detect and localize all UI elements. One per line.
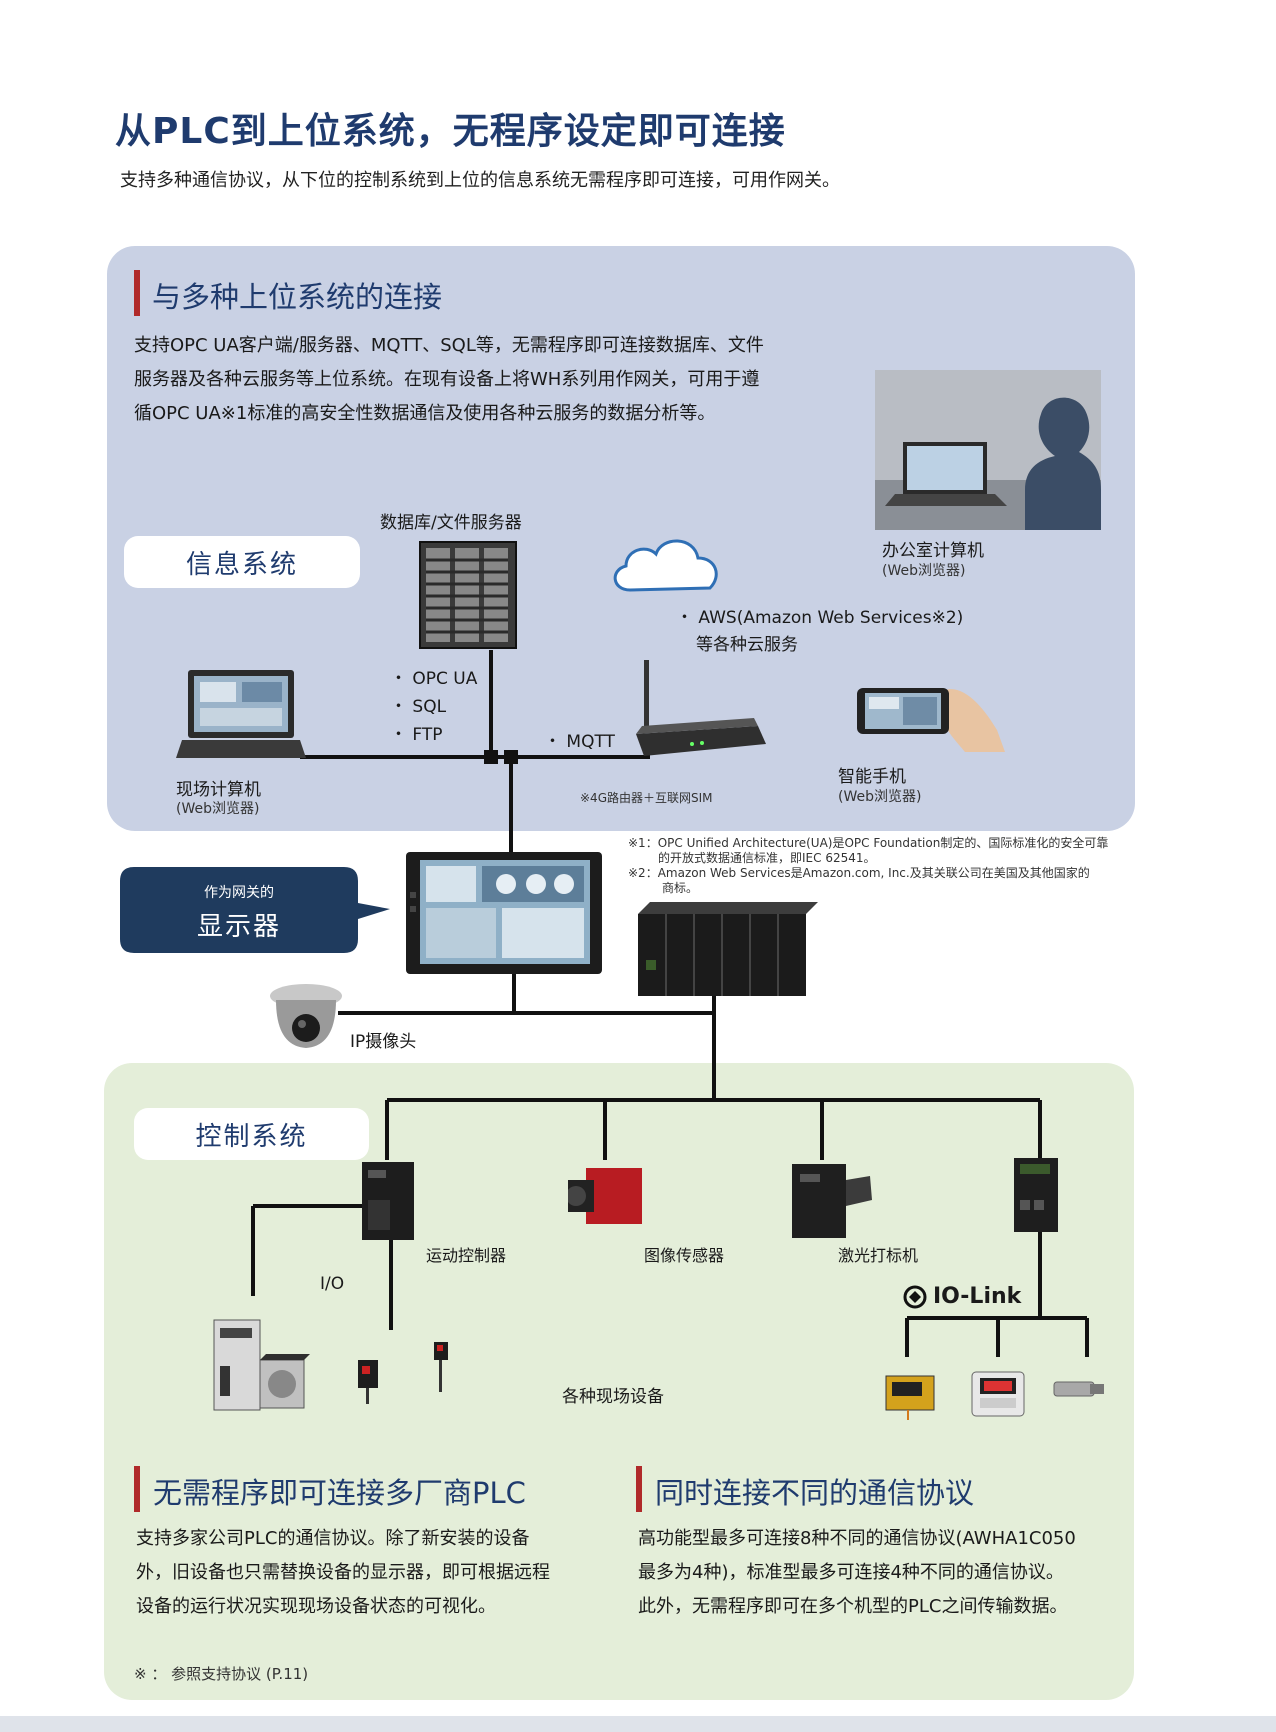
page-subtitle: 支持多种通信协议，从下位的控制系统到上位的信息系统无需程序即可连接，可用作网关。 <box>120 170 840 191</box>
info-section-paragraph: 支持OPC UA客户端/服务器、MQTT、SQL等，无需程序即可连接数据库、文件… <box>134 329 834 431</box>
field-pc-label: 现场计算机 <box>176 780 261 800</box>
smartphone-sub: (Web浏览器) <box>838 789 922 805</box>
office-pc-sub: (Web浏览器) <box>882 563 966 579</box>
servo-drive-icon <box>213 1319 310 1411</box>
protocol-item: ・ SQL <box>390 697 447 717</box>
motion-controller-label: 运动控制器 <box>426 1246 507 1265</box>
page-title: 从PLC到上位系统，无程序设定即可连接 <box>115 111 786 152</box>
section-accent-bar <box>636 1466 642 1512</box>
protocol-item: ・ OPC UA <box>390 669 478 689</box>
io-link-master-icon <box>1014 1158 1058 1232</box>
section-accent-bar <box>134 1466 140 1512</box>
mqtt-label: ・ MQTT <box>544 732 615 752</box>
cloud-label-2: 等各种云服务 <box>696 635 798 655</box>
pressure-sensor-icon <box>971 1371 1025 1417</box>
ip-camera-icon <box>270 984 342 1048</box>
feature-right-heading: 同时连接不同的通信协议 <box>655 1476 975 1510</box>
office-pc-label: 办公室计算机 <box>882 541 984 561</box>
db-server-label: 数据库/文件服务器 <box>380 513 522 533</box>
router-icon <box>636 660 766 756</box>
image-sensor-icon <box>568 1168 642 1224</box>
feature-left-paragraph: 支持多家公司PLC的通信协议。除了新安装的设备 外，旧设备也只需替换设备的显示器… <box>136 1522 606 1624</box>
paragraph-line: 支持多家公司PLC的通信协议。除了新安装的设备 <box>136 1528 530 1549</box>
io-link-icon <box>903 1285 927 1308</box>
plc-modules-icon <box>638 902 818 996</box>
smartphone-photo <box>857 688 1005 752</box>
paragraph-line: 外，旧设备也只需替换设备的显示器，即可根据远程 <box>136 1562 550 1583</box>
footnote-line: 的开放式数据通信标准，即IEC 62541。 <box>658 851 876 865</box>
router-label: ※4G路由器＋互联网SIM <box>580 791 713 805</box>
image-sensor-label: 图像传感器 <box>644 1246 725 1265</box>
section-accent-bar <box>134 270 140 316</box>
footnote-line: ※2：Amazon Web Services是Amazon.com, Inc.及… <box>628 866 1090 880</box>
paragraph-line: 最多为4种)，标准型最多可连接4种不同的通信协议。 <box>638 1562 1064 1583</box>
office-computer-photo <box>875 370 1101 530</box>
field-devices-label: 各种现场设备 <box>562 1387 664 1407</box>
inductive-sensor-icon <box>1053 1381 1104 1397</box>
server-rack-icon <box>419 541 517 649</box>
cloud-icon <box>613 539 718 592</box>
gateway-callout-title: 显示器 <box>196 912 281 942</box>
hmi-display-icon <box>406 852 602 974</box>
motion-controller-icon <box>362 1162 414 1240</box>
io-label: I/O <box>320 1274 345 1294</box>
info-system-tag: 信息系统 <box>124 536 360 588</box>
paragraph-line: 支持OPC UA客户端/服务器、MQTT、SQL等，无需程序即可连接数据库、文件 <box>134 335 764 356</box>
footnotes: ※1：OPC Unified Architecture(UA)是OPC Foun… <box>628 836 1133 896</box>
smartphone-label: 智能手机 <box>838 767 906 787</box>
control-system-tag: 控制系统 <box>134 1108 369 1160</box>
page-bottom-strip <box>0 1716 1276 1732</box>
io-link-logo: IO-Link <box>903 1284 1021 1309</box>
laser-sensor-icon <box>885 1375 935 1420</box>
laptop-icon <box>176 670 306 758</box>
gateway-callout-box <box>120 867 390 953</box>
photoelectric-sensor-icon <box>358 1360 378 1404</box>
cloud-label: ・ AWS(Amazon Web Services※2) <box>676 608 964 628</box>
io-link-text: IO-Link <box>933 1284 1022 1309</box>
laser-marker-label: 激光打标机 <box>838 1246 919 1265</box>
protocol-item: ・ FTP <box>390 725 443 745</box>
paragraph-line: 服务器及各种云服务等上位系统。在现有设备上将WH系列用作网关，可用于遵 <box>134 369 760 390</box>
info-section-heading: 与多种上位系统的连接 <box>152 280 443 314</box>
protocol-list: ・ OPC UA ・ SQL ・ FTP <box>390 665 477 749</box>
paragraph-line: 高功能型最多可连接8种不同的通信协议(AWHA1C050 <box>638 1528 1076 1549</box>
footnote-reference: ※ ： 参照支持协议 (P.11) <box>134 1665 309 1683</box>
paragraph-line: 此外，无需程序即可在多个机型的PLC之间传输数据。 <box>638 1596 1068 1617</box>
laser-marker-icon <box>792 1164 872 1238</box>
footnote-line: ※1：OPC Unified Architecture(UA)是OPC Foun… <box>628 836 1109 850</box>
footnote-line: 商标。 <box>662 881 699 895</box>
feature-left-heading: 无需程序即可连接多厂商PLC <box>153 1476 526 1510</box>
paragraph-line: 循OPC UA※1标准的高安全性数据通信及使用各种云服务的数据分析等。 <box>134 403 716 424</box>
gateway-callout-small: 作为网关的 <box>204 885 274 901</box>
feature-right-paragraph: 高功能型最多可连接8种不同的通信协议(AWHA1C050 最多为4种)，标准型最… <box>638 1522 1138 1624</box>
proximity-sensor-icon <box>434 1342 448 1392</box>
paragraph-line: 设备的运行状况实现现场设备状态的可视化。 <box>136 1596 496 1617</box>
ip-camera-label: IP摄像头 <box>350 1032 417 1052</box>
field-pc-sub: (Web浏览器) <box>176 801 260 817</box>
